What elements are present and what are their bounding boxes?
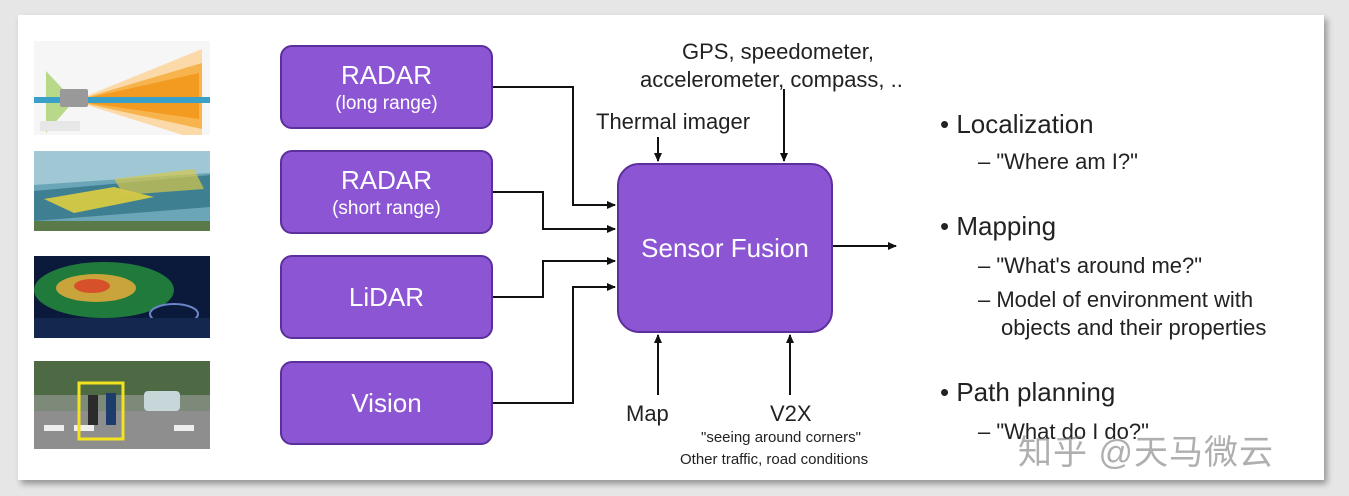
output-item-text: "Where am I?" [996,149,1138,174]
slide-frame: RADAR (long range) RADAR (short range) L… [18,15,1324,480]
sensor-name: LiDAR [348,281,425,312]
output-item-text: "What's around me?" [996,253,1203,278]
output-mapping: • Mapping [940,211,1057,241]
v2x-note-2: Other traffic, road conditions [680,451,869,468]
sensor-detail: (short range) [332,197,441,219]
output-item: – "Where am I?" [978,149,1138,174]
connector-arrows [493,86,897,404]
watermark: 知乎 @天马微云 [1018,434,1274,472]
sensor-box-radar-short: RADAR (short range) [280,150,493,234]
sensor-name: Vision [351,387,422,418]
v2x-note-1: "seeing around corners" [701,429,861,446]
output-item-text: "What do I do?" [996,419,1149,444]
output-title: Mapping [956,211,1057,241]
sensor-box-vision: Vision [280,361,493,445]
radar-coverage-icon [34,41,210,135]
gps-label-2: accelerometer, compass, .. [640,67,903,92]
output-item: – "What's around me?" [978,253,1203,278]
output-item: – "What do I do?" [978,419,1149,444]
sensor-box-lidar: LiDAR [280,255,493,339]
arrow-radar-short [493,191,616,233]
output-title: Localization [956,109,1094,139]
output-title: Path planning [956,377,1116,407]
output-item: – Model of environment with [978,287,1254,312]
output-item-continued: objects and their properties [1001,315,1267,340]
sensor-box-radar-long: RADAR (long range) [280,45,493,129]
sensor-name: RADAR [340,59,432,90]
map-label: Map [626,401,669,426]
v2x-label: V2X [770,401,812,426]
thermal-imager-label: Thermal imager [596,109,751,134]
output-item-text: Model of environment with [996,287,1254,312]
sensor-detail: (long range) [335,92,438,114]
arrow-vision [493,283,616,404]
camera-vision-icon [34,361,210,449]
gps-label: GPS, speedometer, [682,39,874,64]
output-localization: • Localization [940,109,1094,139]
arrow-radar-long [493,86,616,209]
sensor-fusion-label: Sensor Fusion [641,232,809,263]
sensor-fusion-box: Sensor Fusion [617,163,833,333]
sensor-name: RADAR [340,164,432,195]
short-range-radar-scene-icon [34,151,210,231]
lidar-pointcloud-icon [34,256,210,338]
arrow-lidar [493,257,616,298]
output-path-planning: • Path planning [940,377,1116,407]
